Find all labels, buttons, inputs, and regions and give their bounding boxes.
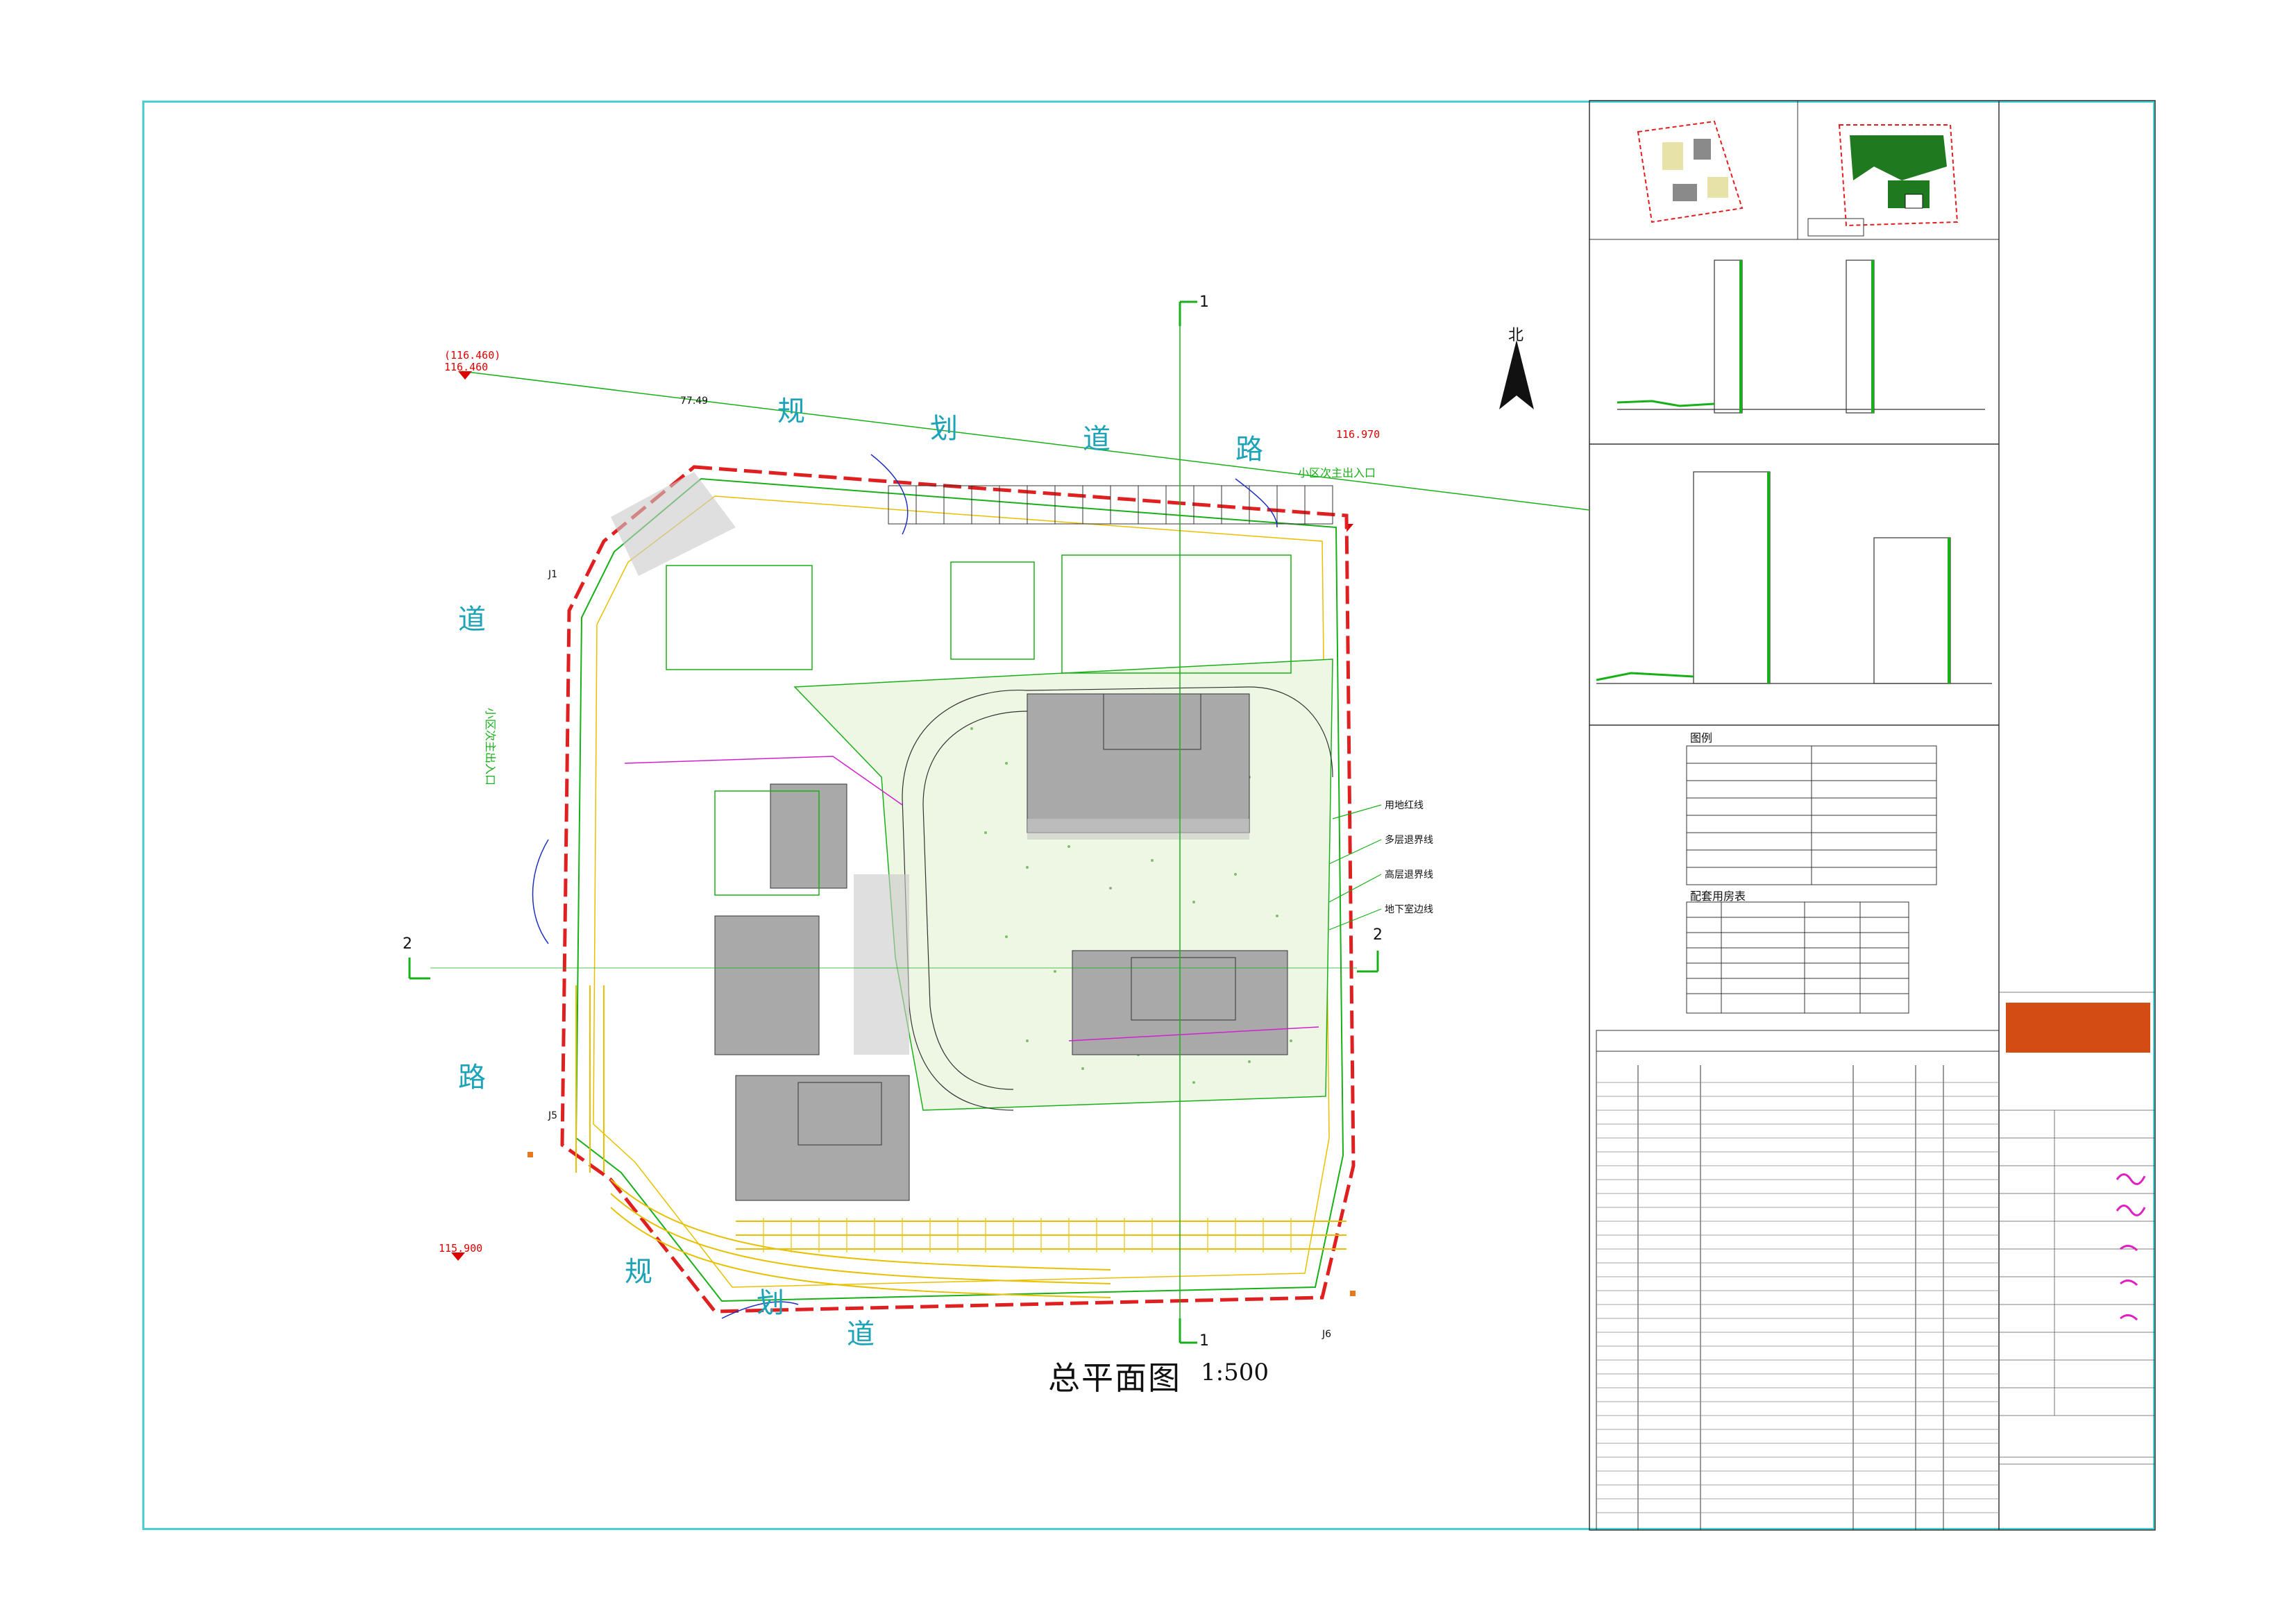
elevation-2: 116.460 — [444, 361, 489, 373]
elevation-4: 115.900 — [439, 1242, 483, 1255]
section-label-1-bottom: 1 — [1199, 1332, 1209, 1350]
drawing-frame — [142, 101, 2155, 1530]
distance-label: 77.49 — [680, 396, 709, 407]
line-label-highrise: 高层退界线 — [1385, 869, 1433, 881]
road-char-3: 道 — [1083, 423, 1111, 455]
marker-j1: J1 — [548, 569, 558, 580]
road-left-bottom: 路 — [458, 1062, 486, 1094]
firm-logo — [2006, 1003, 2150, 1053]
road-left-top: 道 — [458, 604, 486, 636]
entrance-left-label: 小区次主出入口 — [484, 708, 497, 786]
legend-title: 图例 — [1690, 731, 1713, 745]
road-bottom-2: 划 — [757, 1287, 784, 1319]
facilities-table — [1686, 901, 1909, 1014]
section-markers — [408, 300, 1379, 1344]
building-footprints — [797, 693, 1236, 1146]
line-label-basement: 地下室边线 — [1385, 904, 1433, 915]
section-label-2-left: 2 — [403, 935, 412, 953]
basement-lines — [624, 756, 1319, 1042]
north-label: 北 — [1508, 327, 1524, 344]
road-char-1: 规 — [777, 396, 805, 427]
legend-table — [1686, 745, 1937, 885]
marker-j5: J5 — [548, 1110, 558, 1121]
road-bottom-3: 道 — [847, 1318, 875, 1350]
internal-roads — [902, 686, 1333, 1111]
line-label-redline: 用地红线 — [1385, 800, 1424, 811]
marker-j6: J6 — [1322, 1329, 1332, 1340]
thumbnail-fire-plan — [1637, 120, 1744, 223]
elevation-1: (116.460) — [444, 349, 501, 362]
elevation-3: 116.970 — [1336, 428, 1381, 441]
road-char-2: 划 — [930, 413, 958, 445]
drawing-scale: 1:500 — [1201, 1359, 1269, 1386]
section-label-2-right: 2 — [1373, 926, 1383, 944]
entrance-top-label: 小区次主出入口 — [1298, 466, 1376, 479]
thumbnail-green-plan — [1807, 124, 1959, 237]
parking-ticks — [763, 1218, 1292, 1252]
section-2-2 — [1596, 471, 1992, 684]
north-arrow — [1499, 340, 1534, 409]
line-label-multistory: 多层退界线 — [1385, 835, 1433, 846]
title-block — [1999, 992, 2155, 1465]
signatures — [2116, 1173, 2146, 1321]
road-char-4: 路 — [1235, 434, 1263, 466]
fire-access-hatch — [611, 472, 1249, 1055]
technical-index-table — [1596, 1030, 2000, 1531]
facilities-table-title: 配套用房表 — [1690, 890, 1746, 903]
green-tower-outlines — [666, 554, 1292, 896]
section-1-1 — [1617, 260, 1985, 414]
drawing-title: 总平面图 — [1048, 1359, 1181, 1397]
road-bottom-1: 规 — [625, 1256, 652, 1288]
technical-table-rows — [1596, 1082, 1999, 1513]
section-label-1-top: 1 — [1199, 294, 1209, 311]
top-parking — [888, 485, 1333, 525]
